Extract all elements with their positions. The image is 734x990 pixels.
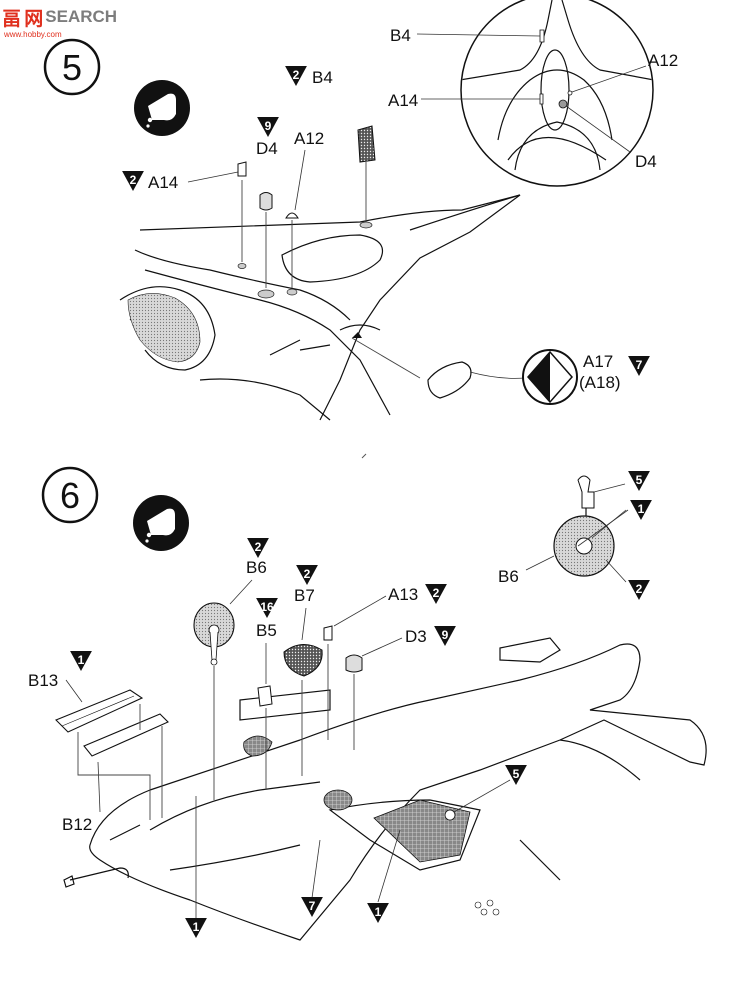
detail-label-A12: A12 — [648, 51, 678, 70]
watermark-brand: SEARCH — [45, 7, 118, 26]
label-A17: A17 — [583, 352, 613, 371]
svg-text:5: 5 — [636, 473, 643, 487]
svg-text:9: 9 — [442, 628, 449, 642]
label-B5: B5 — [256, 621, 277, 640]
label-D3: D3 — [405, 627, 427, 646]
part-A13 — [323, 625, 333, 641]
label-B4: B4 — [312, 68, 333, 87]
step-6-fuselage — [63, 637, 707, 941]
part-D3 — [345, 654, 363, 673]
part-A17 — [427, 361, 472, 399]
label-B12: B12 — [62, 815, 92, 834]
label-B13: B13 — [28, 671, 58, 690]
step-6-number: 6 — [60, 475, 80, 516]
part-B7 — [283, 644, 323, 677]
part-A14 — [237, 161, 247, 177]
glue-tube-icon — [134, 80, 190, 136]
detail-label-B6: B6 — [498, 567, 519, 586]
step-5: 5 2 B4 — [43, 0, 678, 421]
part-B6 — [193, 602, 235, 666]
detail-label-D4: D4 — [635, 152, 657, 171]
step-5-engine-intake — [127, 293, 201, 363]
glue-tube-icon — [133, 495, 189, 551]
svg-text:1: 1 — [375, 905, 382, 919]
watermark-cn: 畐 网 — [2, 8, 43, 30]
svg-text:2: 2 — [255, 540, 262, 554]
svg-text:7: 7 — [636, 358, 643, 372]
svg-text:1: 1 — [78, 653, 85, 667]
svg-text:1: 1 — [193, 920, 200, 934]
svg-text:16: 16 — [260, 600, 274, 614]
step-6: 6 — [28, 466, 707, 941]
svg-text:2: 2 — [636, 582, 643, 596]
step-6-wheel-well — [373, 799, 471, 863]
svg-text:2: 2 — [433, 586, 440, 600]
half-black-circle-icon — [522, 349, 578, 405]
watermark: 畐 网 SEARCH — [2, 4, 117, 30]
step-5-circle — [43, 38, 101, 96]
label-B7: B7 — [294, 586, 315, 605]
svg-text:5: 5 — [513, 767, 520, 781]
part-B12 — [83, 713, 169, 757]
label-A18: (A18) — [579, 373, 621, 392]
svg-text:7: 7 — [309, 899, 316, 913]
svg-text:2: 2 — [304, 567, 311, 581]
label-B6: B6 — [246, 558, 267, 577]
part-B5 — [257, 685, 273, 707]
step-5-detail-view: B4 A14 A12 D4 — [388, 0, 678, 187]
step-6-wheel-detail: B6 5 1 2 — [498, 471, 652, 600]
step-5-number: 5 — [62, 47, 82, 88]
svg-text:1: 1 — [638, 502, 645, 516]
svg-text:9: 9 — [265, 119, 272, 133]
part-B4 — [357, 125, 376, 163]
part-B13 — [55, 689, 144, 733]
detail-label-B4: B4 — [390, 26, 411, 45]
part-D4 — [259, 192, 273, 211]
svg-text:2: 2 — [293, 68, 300, 82]
part-A12 — [285, 212, 299, 219]
svg-text:2: 2 — [130, 173, 137, 187]
label-D4: D4 — [256, 139, 278, 158]
watermark-url: www.hobby.com — [4, 30, 62, 39]
label-A14: A14 — [148, 173, 178, 192]
label-A12: A12 — [294, 129, 324, 148]
step-6-circle — [41, 466, 99, 524]
detail-label-A14: A14 — [388, 91, 418, 110]
label-A13: A13 — [388, 585, 418, 604]
